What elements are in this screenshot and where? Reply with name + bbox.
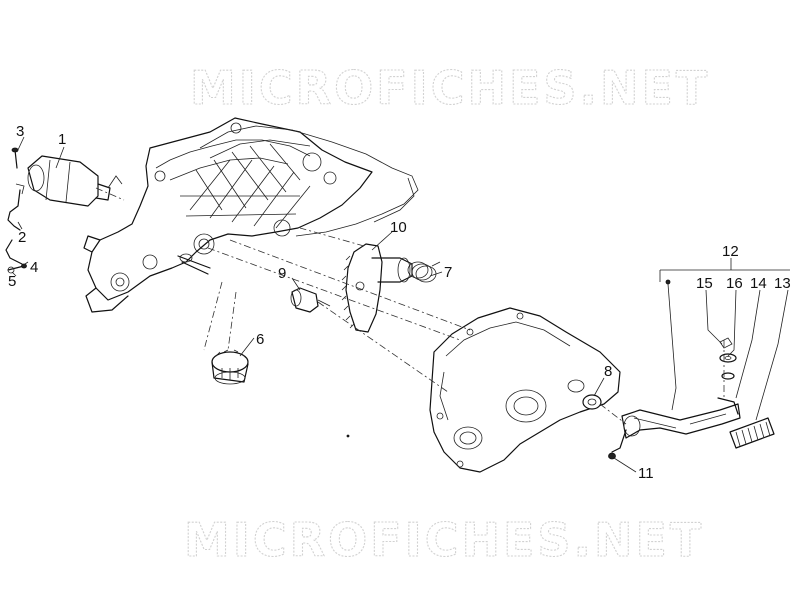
callout-4: 4 bbox=[30, 259, 38, 276]
starter-pinion bbox=[211, 349, 249, 385]
callout-16: 16 bbox=[726, 275, 743, 292]
callout-9: 9 bbox=[278, 265, 286, 282]
callout-14: 14 bbox=[750, 275, 767, 292]
gasket-drawing bbox=[199, 125, 419, 237]
transmission-cover bbox=[429, 307, 621, 473]
callout-6: 6 bbox=[256, 331, 264, 348]
callout-15: 15 bbox=[696, 275, 713, 292]
screw-4-5 bbox=[7, 263, 27, 274]
starter-cable bbox=[5, 183, 25, 265]
leader-lines bbox=[11, 136, 790, 473]
callout-5: 5 bbox=[8, 273, 16, 290]
watermark-bottom: MICROFICHES.NET bbox=[184, 513, 704, 567]
callout-13: 13 bbox=[774, 275, 791, 292]
screw-3 bbox=[11, 147, 19, 169]
callout-12: 12 bbox=[722, 243, 739, 260]
callout-8: 8 bbox=[604, 363, 612, 380]
watermark-top: MICROFICHES.NET bbox=[190, 61, 710, 115]
assembly-lines bbox=[95, 187, 725, 425]
washer-set bbox=[719, 337, 737, 380]
callout-7: 7 bbox=[444, 264, 452, 281]
callout-1: 1 bbox=[58, 131, 66, 148]
callout-11: 11 bbox=[638, 465, 654, 482]
stray-dot bbox=[346, 434, 350, 438]
screw-11 bbox=[608, 429, 627, 460]
pedal-rubber bbox=[729, 417, 775, 449]
kickstart-lever bbox=[621, 397, 741, 439]
part-9-fitting bbox=[290, 287, 331, 313]
starter-motor bbox=[27, 155, 123, 207]
crankcase-drawing bbox=[83, 117, 373, 313]
return-spring bbox=[407, 261, 441, 283]
callout-10: 10 bbox=[390, 219, 407, 236]
kickstart-gear bbox=[341, 243, 413, 333]
callout-3: 3 bbox=[16, 123, 24, 140]
callout-2: 2 bbox=[18, 229, 26, 246]
bushing bbox=[582, 394, 602, 410]
